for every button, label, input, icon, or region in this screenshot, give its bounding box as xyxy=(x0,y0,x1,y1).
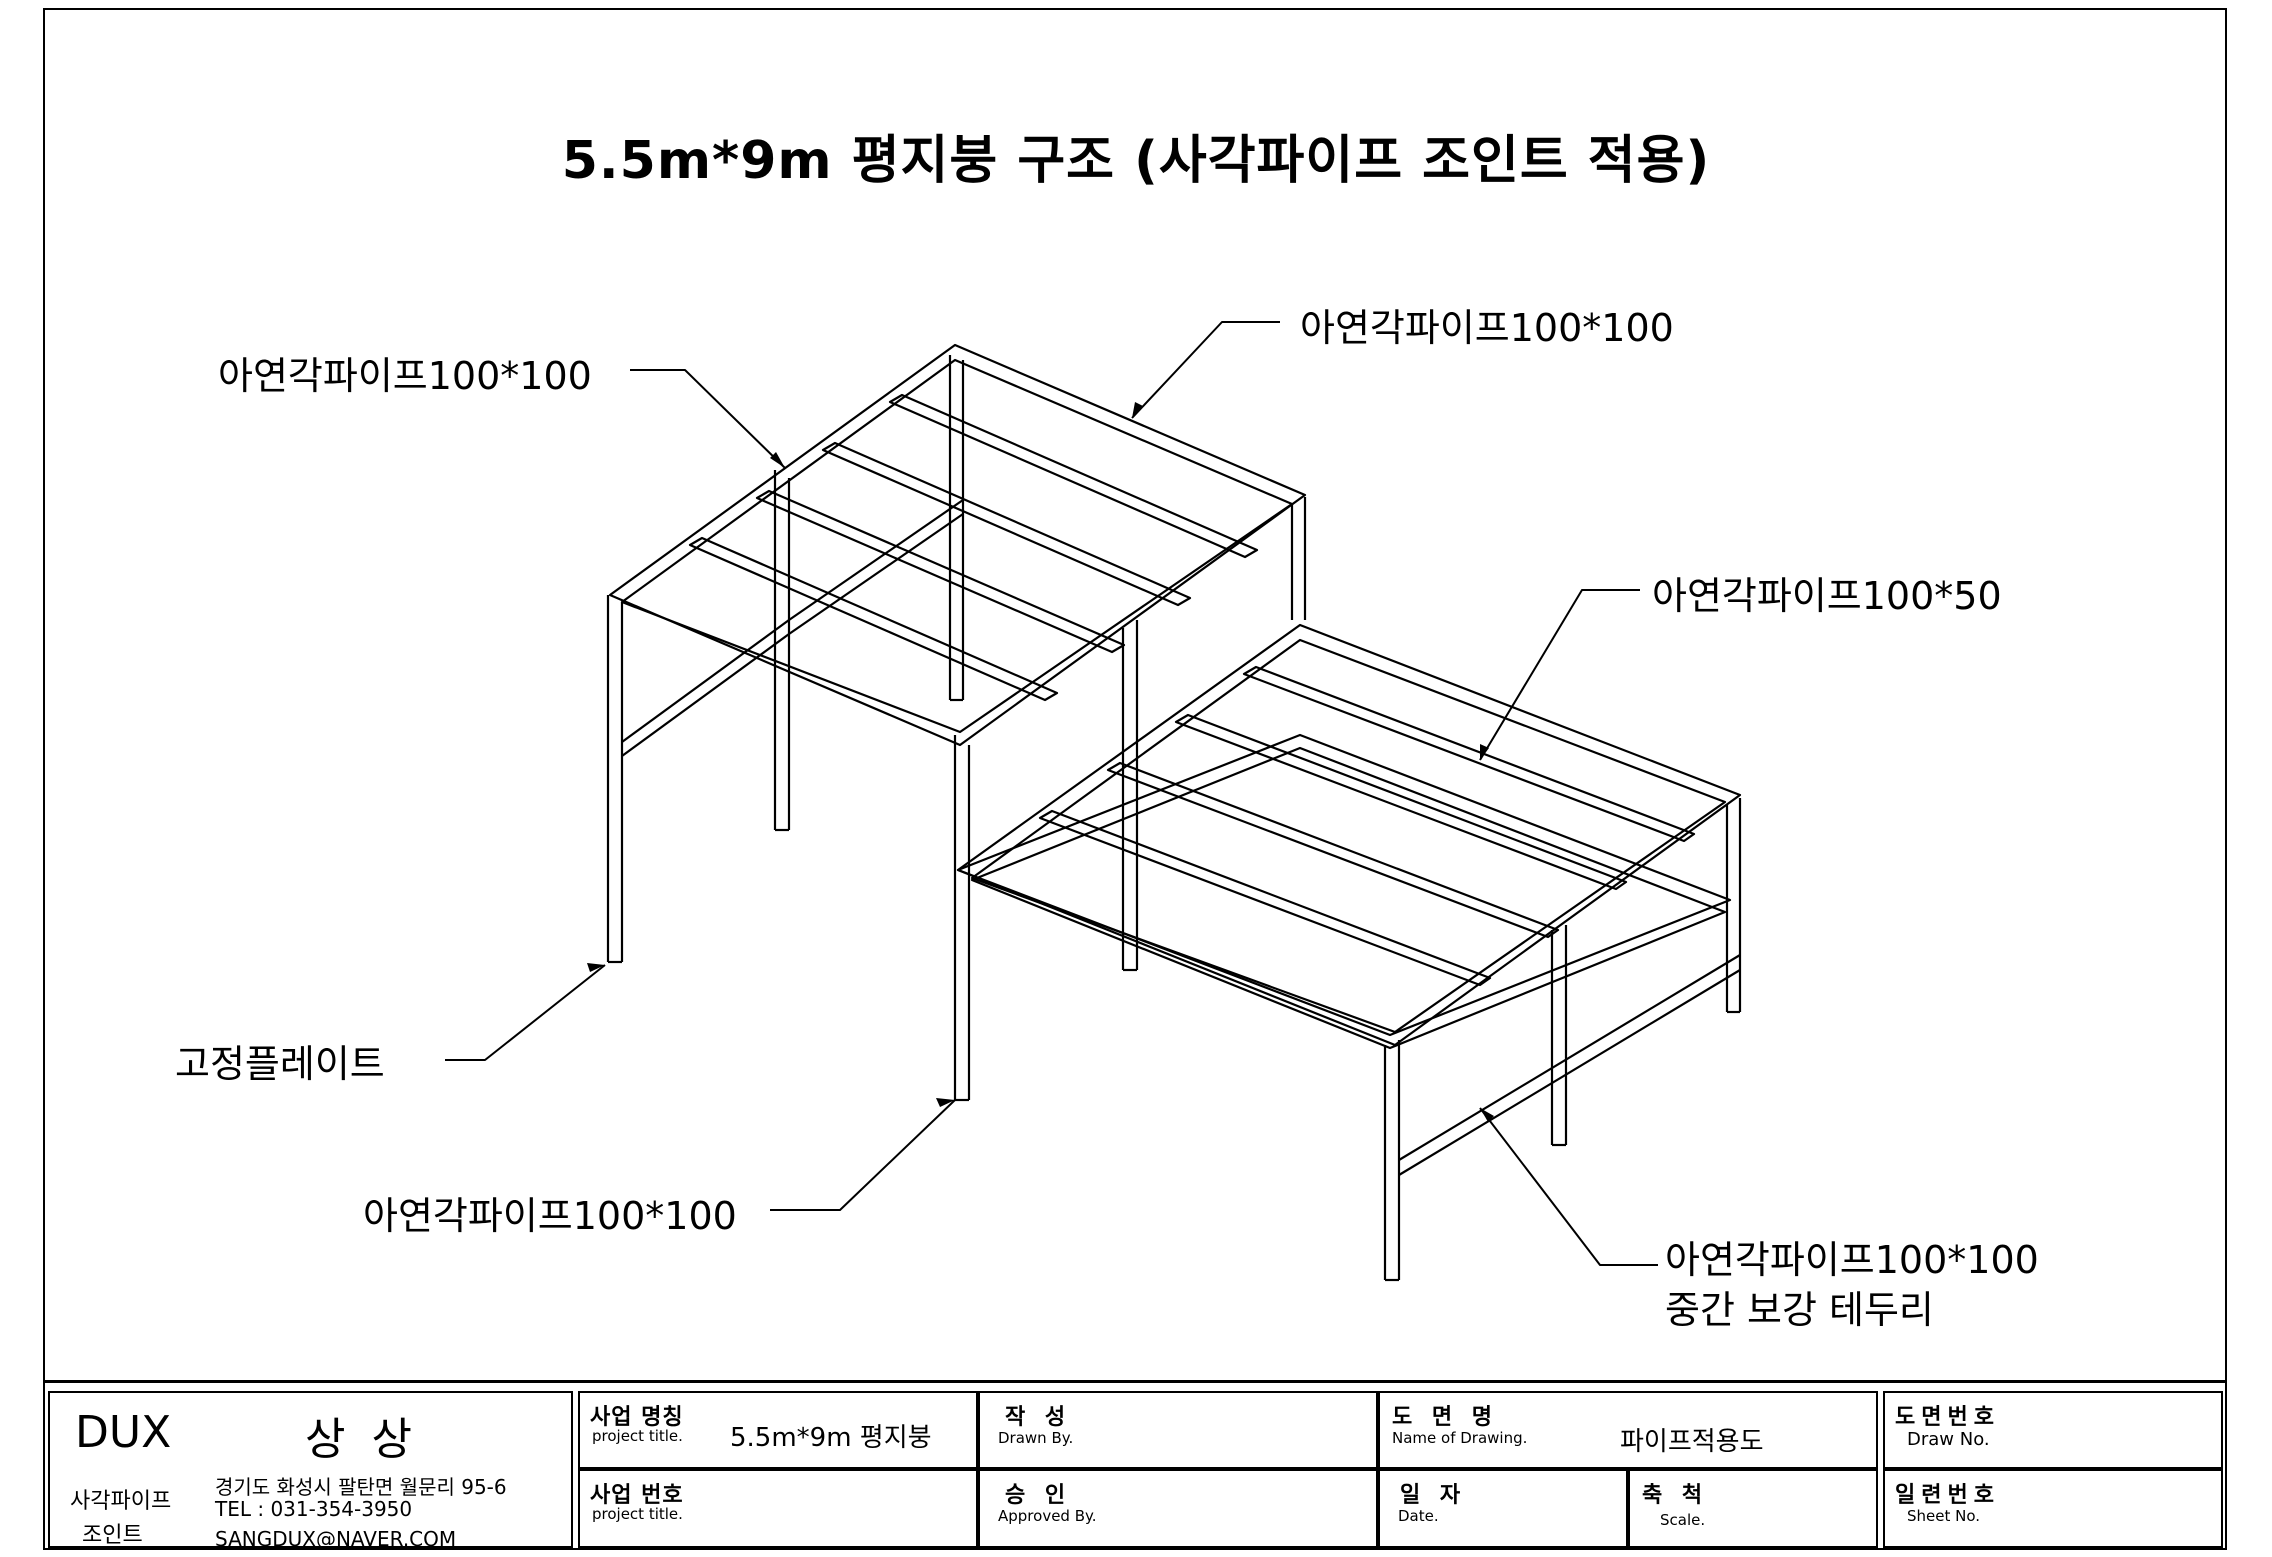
tb-approved: 승 인 Approved By. xyxy=(978,1469,1378,1548)
company-name-kr: 상 상 xyxy=(305,1414,418,1465)
tb-draw-no: 도면번호 Draw No. xyxy=(1883,1391,2223,1469)
company-address: 경기도 화성시 팔탄면 월문리 95-6 xyxy=(215,1475,507,1499)
date-label: 일 자 xyxy=(1400,1483,1467,1508)
scale-en: Scale. xyxy=(1660,1511,1706,1529)
sheet-no-label: 일련번호 xyxy=(1895,1483,2000,1508)
callout-bottom-left: 아연각파이프100*100 xyxy=(363,1194,737,1238)
leader-lines xyxy=(445,321,1658,1266)
leader-arrows xyxy=(587,402,1494,1122)
tb-drawing-name: 도 면 명 Name of Drawing. 파이프적용도 xyxy=(1378,1391,1878,1469)
upper-purlins xyxy=(688,393,1259,702)
tb-scale: 축 척 Scale. xyxy=(1628,1469,1878,1548)
project-no-en: project title. xyxy=(592,1505,683,1523)
project-name-label: 사업 명칭 xyxy=(590,1405,684,1430)
callout-bottom-right-line1: 아연각파이프100*100 xyxy=(1665,1238,2039,1282)
lower-purlins xyxy=(1038,665,1696,987)
project-name-value: 5.5m*9m 평지붕 xyxy=(730,1423,932,1453)
lower-front-post xyxy=(1383,1040,1401,1282)
scale-label: 축 척 xyxy=(1642,1483,1709,1508)
drawing-name-value: 파이프적용도 xyxy=(1620,1427,1764,1457)
draw-no-label: 도면번호 xyxy=(1895,1405,2000,1430)
drawn-en: Drawn By. xyxy=(998,1429,1074,1447)
lower-mid-rim xyxy=(956,733,1741,1176)
upper-lower-brace xyxy=(621,499,964,757)
tb-date: 일 자 Date. xyxy=(1378,1469,1628,1548)
title-block: DUX 상 상 사각파이프 조인트 경기도 화성시 팔탄면 월문리 95-6 T… xyxy=(43,1380,2227,1553)
approved-en: Approved By. xyxy=(998,1507,1097,1525)
company-name: DUX xyxy=(75,1407,172,1458)
company-email: SANGDUX@NAVER.COM xyxy=(215,1527,457,1551)
tb-drawn: 작 성 Drawn By. xyxy=(978,1391,1378,1469)
tb-company-cell: DUX 상 상 사각파이프 조인트 경기도 화성시 팔탄면 월문리 95-6 T… xyxy=(48,1391,573,1551)
approved-label: 승 인 xyxy=(1005,1483,1072,1508)
upper-left-post xyxy=(606,595,624,964)
project-name-en: project title. xyxy=(592,1427,683,1445)
company-sub1: 사각파이프 xyxy=(70,1489,172,1514)
drawn-label: 작 성 xyxy=(1005,1405,1072,1430)
upper-frame-top xyxy=(608,343,1307,747)
sheet-no-en: Sheet No. xyxy=(1907,1507,1981,1525)
project-no-label: 사업 번호 xyxy=(590,1483,684,1508)
drawing-title: 5.5m*9m 평지붕 구조 (사각파이프 조인트 적용) xyxy=(561,131,1711,191)
callout-top-left: 아연각파이프100*100 xyxy=(218,354,592,398)
callout-bottom-right-line2: 중간 보강 테두리 xyxy=(1665,1288,1934,1332)
lower-frame-top xyxy=(956,623,1742,1047)
callout-top-right: 아연각파이프100*100 xyxy=(1300,306,1674,350)
company-tel: TEL : 031-354-3950 xyxy=(215,1497,413,1521)
upper-mid-post xyxy=(953,620,1139,1102)
callout-bottom-right: 아연각파이프100*100 중간 보강 테두리 xyxy=(1665,1235,2039,1335)
structure-svg xyxy=(445,321,1742,1282)
tb-project-name: 사업 명칭 project title. 5.5m*9m 평지붕 xyxy=(578,1391,978,1469)
callout-mid-right: 아연각파이프100*50 xyxy=(1652,574,2002,618)
callout-fix-plate: 고정플레이트 xyxy=(175,1042,385,1086)
drawing-name-en: Name of Drawing. xyxy=(1392,1429,1528,1447)
draw-no-en: Draw No. xyxy=(1907,1429,1990,1450)
upper-back-posts xyxy=(773,355,1307,832)
tb-sheet-no: 일련번호 Sheet No. xyxy=(1883,1469,2223,1548)
tb-project-no: 사업 번호 project title. xyxy=(578,1469,978,1548)
structure-drawing xyxy=(445,321,1742,1282)
company-sub2: 조인트 xyxy=(82,1523,143,1548)
date-en: Date. xyxy=(1398,1507,1439,1525)
drawing-name-label: 도 면 명 xyxy=(1392,1405,1499,1430)
drawing-sheet-border xyxy=(43,8,2227,1550)
